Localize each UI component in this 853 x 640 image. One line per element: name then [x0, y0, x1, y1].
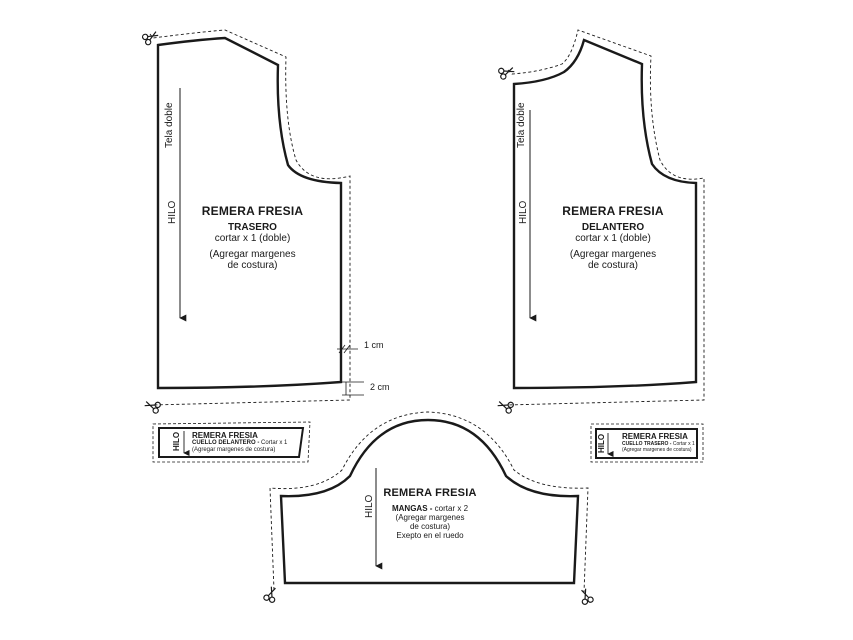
sleeve-seam-allowance [269, 411, 589, 593]
sleeve-outline [279, 418, 580, 585]
collar-back-grain-label: HILO [597, 433, 606, 453]
scissors-icon [497, 63, 517, 81]
back-text-block: REMERA FRESIA TRASERO cortar x 1 (doble)… [190, 204, 315, 272]
collar-front-title: REMERA FRESIA [192, 431, 258, 440]
sleeve-piece [262, 411, 595, 606]
hem-measure: 2 cm [370, 382, 390, 392]
collar-front-cut: Cortar x 1 [261, 440, 288, 447]
sleeve-note-1: (Agregar margenes [395, 512, 465, 522]
back-piece [141, 28, 351, 415]
back-note-1: (Agregar margenes [209, 248, 296, 260]
collar-back-note: (Agregar margenes de costura) [622, 447, 692, 454]
collar-front-piece [152, 421, 311, 463]
collar-back-text: REMERA FRESIA CUELLO TRASERO - Cortar x … [622, 432, 695, 453]
front-cut: cortar x 1 (doble) [575, 233, 651, 245]
sleeve-grain-label: HILO [364, 494, 375, 518]
front-seam-allowance [505, 29, 705, 406]
back-fold-label: Tela doble [164, 102, 175, 148]
scissors-icon [262, 584, 280, 604]
front-title: REMERA FRESIA [562, 204, 664, 218]
collar-front-note: (Agregar margenes de costura) [192, 447, 276, 454]
front-outline [512, 38, 698, 390]
front-piece-name: DELANTERO [581, 221, 645, 233]
scissors-icon [142, 397, 162, 415]
sleeve-note-3: Exepto en el ruedo [396, 531, 464, 541]
front-note-2: de costura) [587, 260, 639, 272]
sleeve-note-2: de costura) [409, 522, 451, 532]
back-seam-allowance [149, 29, 351, 406]
front-note-1: (Agregar margenes [569, 248, 657, 260]
sleeve-title: REMERA FRESIA [383, 487, 477, 499]
back-grain-label: HILO [167, 200, 178, 224]
seam-measure: 1 cm [364, 340, 384, 350]
collar-front-grain-label: HILO [172, 431, 181, 451]
scissors-icon [577, 586, 595, 606]
back-note-2: de costura) [227, 260, 278, 272]
front-fold-label: Tela doble [516, 102, 527, 148]
collar-back-piece-name: CUELLO TRASERO - [622, 441, 672, 448]
collar-back-piece [590, 423, 704, 463]
front-text-block: REMERA FRESIA DELANTERO cortar x 1 (dobl… [550, 204, 676, 272]
sleeve-cut: cortar x 2 [434, 503, 469, 513]
collar-back-title: REMERA FRESIA [622, 432, 688, 441]
front-piece [495, 29, 705, 415]
back-cut: cortar x 1 (doble) [214, 233, 291, 245]
back-outline [156, 36, 343, 390]
back-title: REMERA FRESIA [201, 204, 304, 218]
sleeve-piece-name: MANGAS - [391, 503, 433, 513]
measure-marks [337, 344, 364, 396]
sleeve-text-block: REMERA FRESIA MANGAS - cortar x 2 (Agreg… [380, 487, 480, 540]
scissors-icon [495, 397, 515, 415]
collar-back-cut: Cortar x 1 [672, 441, 695, 448]
back-piece-name: TRASERO [228, 221, 277, 233]
collar-front-piece-name: CUELLO DELANTERO - [192, 440, 260, 447]
collar-front-text: REMERA FRESIA CUELLO DELANTERO - Cortar … [192, 431, 287, 455]
front-grain-label: HILO [518, 200, 529, 224]
scissors-icon [141, 28, 161, 47]
